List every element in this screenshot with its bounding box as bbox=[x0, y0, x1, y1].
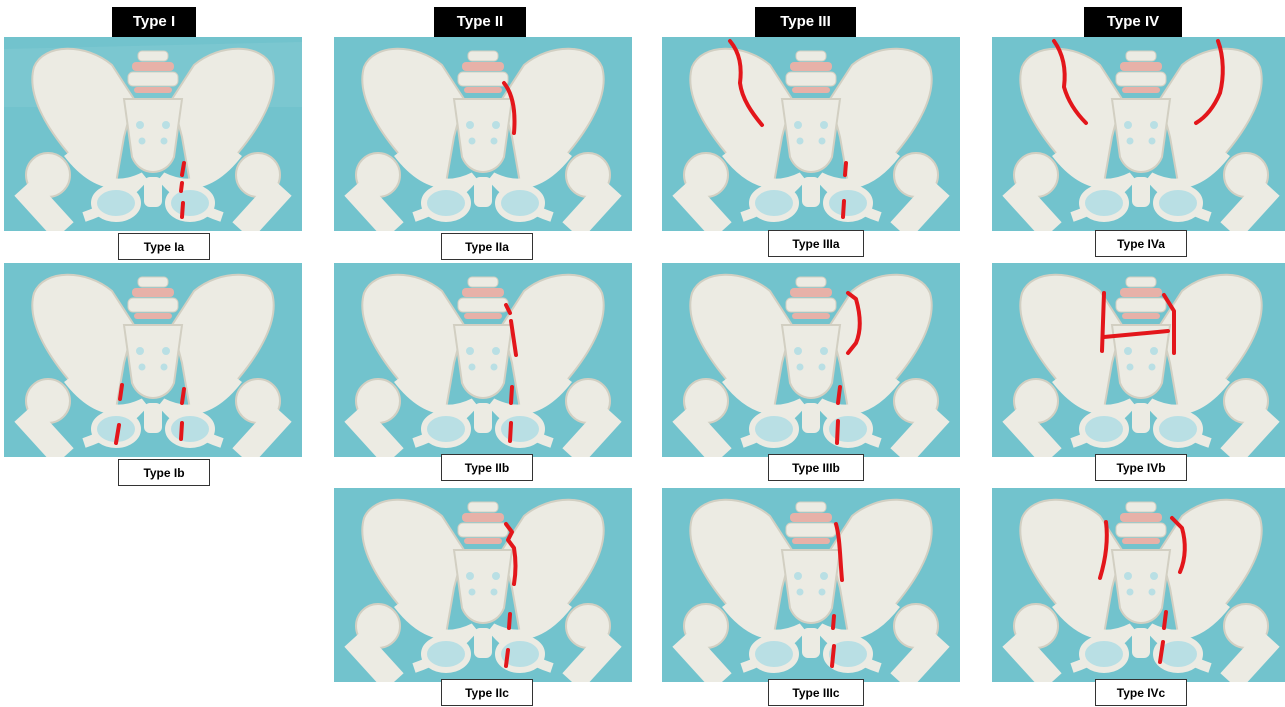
column-header-type-ii: Type II bbox=[434, 7, 526, 37]
caption-type-iiib: Type IIIb bbox=[768, 454, 864, 481]
column-header-type-i: Type I bbox=[112, 7, 196, 37]
pelvis-image-type-ib bbox=[4, 263, 302, 457]
column-header-type-iii: Type III bbox=[755, 7, 856, 37]
pelvis-image-type-iib bbox=[334, 263, 632, 457]
caption-type-iic: Type IIc bbox=[441, 679, 533, 706]
pelvis-image-type-iiic bbox=[662, 488, 960, 682]
pelvis-image-type-ivc bbox=[992, 488, 1285, 682]
caption-type-iia: Type IIa bbox=[441, 233, 533, 260]
caption-type-iiic: Type IIIc bbox=[768, 679, 864, 706]
caption-type-ivc: Type IVc bbox=[1095, 679, 1187, 706]
caption-type-ia: Type Ia bbox=[118, 233, 210, 260]
caption-type-iva: Type IVa bbox=[1095, 230, 1187, 257]
caption-type-ib: Type Ib bbox=[118, 459, 210, 486]
pelvis-image-type-iva bbox=[992, 37, 1285, 231]
pelvis-image-type-iic bbox=[334, 488, 632, 682]
column-header-type-iv: Type IV bbox=[1084, 7, 1182, 37]
caption-type-iiia: Type IIIa bbox=[768, 230, 864, 257]
caption-type-iib: Type IIb bbox=[441, 454, 533, 481]
caption-type-ivb: Type IVb bbox=[1095, 454, 1187, 481]
pelvis-image-type-iia bbox=[334, 37, 632, 231]
pelvis-image-type-ivb bbox=[992, 263, 1285, 457]
pelvis-image-type-iiia bbox=[662, 37, 960, 231]
pelvis-image-type-ia bbox=[4, 37, 302, 231]
pelvis-image-type-iiib bbox=[662, 263, 960, 457]
